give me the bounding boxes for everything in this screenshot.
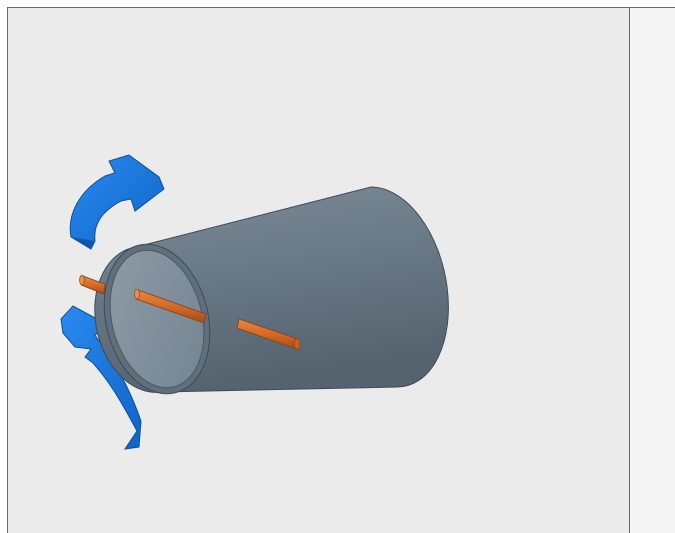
3d-viewport[interactable]: [8, 8, 629, 533]
rotation-arrow-lower[interactable]: [60, 305, 142, 450]
side-panel: [629, 8, 675, 533]
curved-arrow-icon: [60, 305, 142, 450]
app-frame: [7, 7, 675, 533]
rotation-arrow-upper[interactable]: [69, 154, 165, 250]
curved-arrow-icon: [69, 154, 165, 250]
cylinder-tube[interactable]: [89, 186, 449, 405]
shaft-rod[interactable]: [79, 274, 301, 350]
3d-scene[interactable]: [8, 8, 629, 533]
